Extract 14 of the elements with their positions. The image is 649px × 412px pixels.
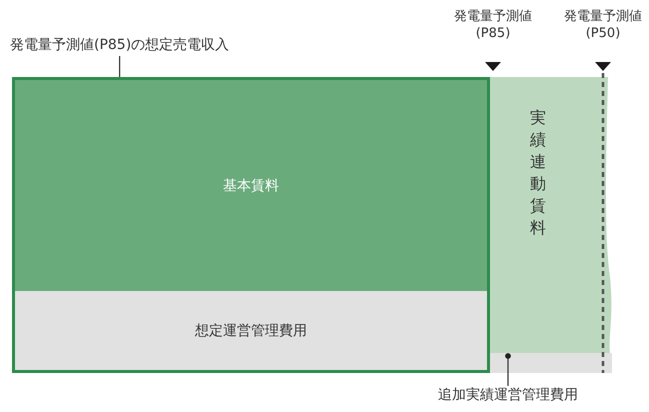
marker-label: 発電量予測値 (P85) xyxy=(453,8,533,42)
caption-text: 追加実績運営管理費用 xyxy=(438,386,578,404)
revenue-box xyxy=(12,77,490,373)
linked-rent-column xyxy=(490,77,612,353)
column-label: 実績連動賃料 xyxy=(530,107,547,239)
cost-area xyxy=(15,291,487,370)
caption-text: 発電量予測値(P85)の想定売電収入 xyxy=(10,36,230,54)
additional-cost-strip xyxy=(490,353,612,373)
base-rent-area xyxy=(15,80,487,291)
leader-line xyxy=(505,353,511,386)
marker-label: 発電量予測値 (P50) xyxy=(563,8,643,42)
leader-line xyxy=(119,56,120,77)
area-label: 想定運営管理費用 xyxy=(195,322,307,340)
area-label: 基本賃料 xyxy=(223,176,279,194)
